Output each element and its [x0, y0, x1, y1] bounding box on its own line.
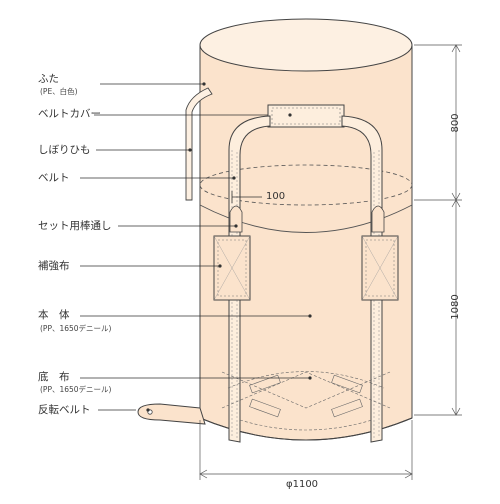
bottom-cloth-pattern — [221, 371, 391, 431]
label-bottom-sub: (PP、1650デニール) — [40, 385, 112, 394]
label-futa: ふた — [38, 73, 59, 85]
label-futa-sub: (PE、白色) — [40, 87, 78, 96]
label-reverse-belt: 反転ベルト — [38, 404, 91, 416]
set-rod-loop-left — [229, 205, 243, 233]
inner-dashed-ring — [199, 164, 413, 206]
label-shibori-himo: しぼりひも — [38, 144, 91, 156]
height-dimensions — [414, 44, 462, 416]
dim-belt-gap: 100 — [266, 191, 286, 202]
label-belt: ベルト — [38, 172, 70, 184]
label-set-rod: セット用棒通し — [38, 220, 112, 232]
bag-top-rim — [199, 18, 413, 72]
drawstring — [185, 87, 213, 201]
label-body: 本 体 — [38, 309, 70, 321]
dim-diameter: φ1100 — [286, 479, 319, 490]
belt-right — [341, 115, 383, 443]
label-reinforce: 補強布 — [38, 260, 70, 272]
leader-lines — [80, 83, 310, 411]
label-bottom: 底 布 — [38, 371, 70, 383]
label-belt-cover: ベルトカバー — [38, 108, 101, 120]
set-rod-loop-right — [371, 205, 385, 233]
label-body-sub: (PP、1650デニール) — [40, 324, 112, 333]
bag-bottom-edge — [199, 417, 413, 441]
reverse-belt — [137, 403, 206, 425]
body-seam — [199, 204, 413, 233]
dim-height-lower: 1080 — [450, 294, 461, 320]
belt-left — [228, 115, 271, 443]
diameter-dimension — [199, 420, 413, 480]
belt-gap-indicator — [231, 191, 262, 203]
leader-dots — [146, 82, 312, 412]
dim-height-upper: 800 — [450, 113, 461, 133]
